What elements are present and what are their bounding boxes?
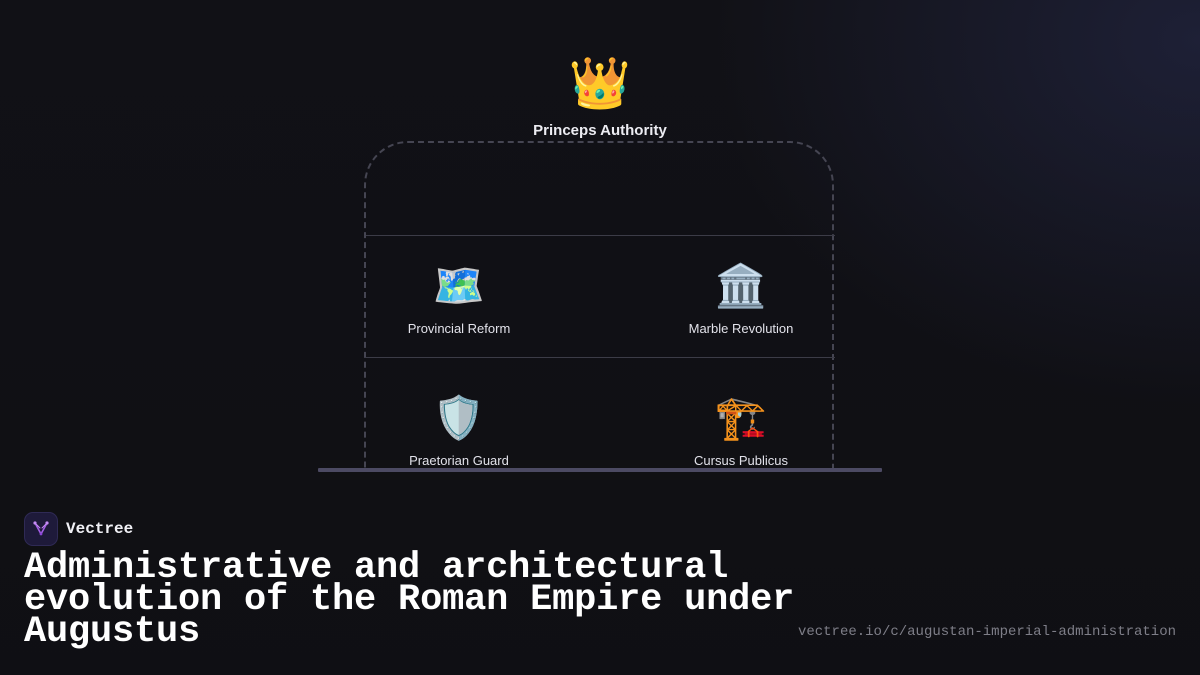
pillar-praetorian-guard: 🛡️ Praetorian Guard <box>359 393 559 469</box>
building-outline <box>364 141 834 471</box>
pillar-label: Cursus Publicus <box>694 453 788 468</box>
brand[interactable]: Vectree <box>24 512 133 546</box>
world-map-icon: 🗺️ <box>432 261 486 310</box>
construction-crane-icon: 🏗️ <box>714 393 768 442</box>
building-foundation <box>318 468 882 472</box>
apex-node: 👑 Princeps Authority <box>450 58 750 139</box>
shield-icon: 🛡️ <box>432 393 486 442</box>
vectree-logo-icon <box>24 512 58 546</box>
architecture-diagram: 👑 Princeps Authority 🗺️ Provincial Refor… <box>318 58 882 472</box>
pillar-cursus-publicus: 🏗️ Cursus Publicus <box>641 393 841 469</box>
floor-divider-upper <box>366 235 835 236</box>
floor-divider-lower <box>366 357 835 358</box>
pillar-marble-revolution: 🏛️ Marble Revolution <box>641 261 841 337</box>
pillar-label: Provincial Reform <box>407 321 511 336</box>
crown-icon: 👑 <box>568 54 632 112</box>
source-url[interactable]: vectree.io/c/augustan-imperial-administr… <box>797 624 1176 640</box>
page-title: Administrative and architectural evoluti… <box>24 547 795 653</box>
classical-building-icon: 🏛️ <box>714 261 768 310</box>
brand-name: Vectree <box>66 520 134 538</box>
pillar-label: Praetorian Guard <box>409 453 509 468</box>
apex-label: Princeps Authority <box>533 122 667 139</box>
pillar-label: Marble Revolution <box>688 321 794 336</box>
pillar-provincial-reform: 🗺️ Provincial Reform <box>359 261 559 337</box>
